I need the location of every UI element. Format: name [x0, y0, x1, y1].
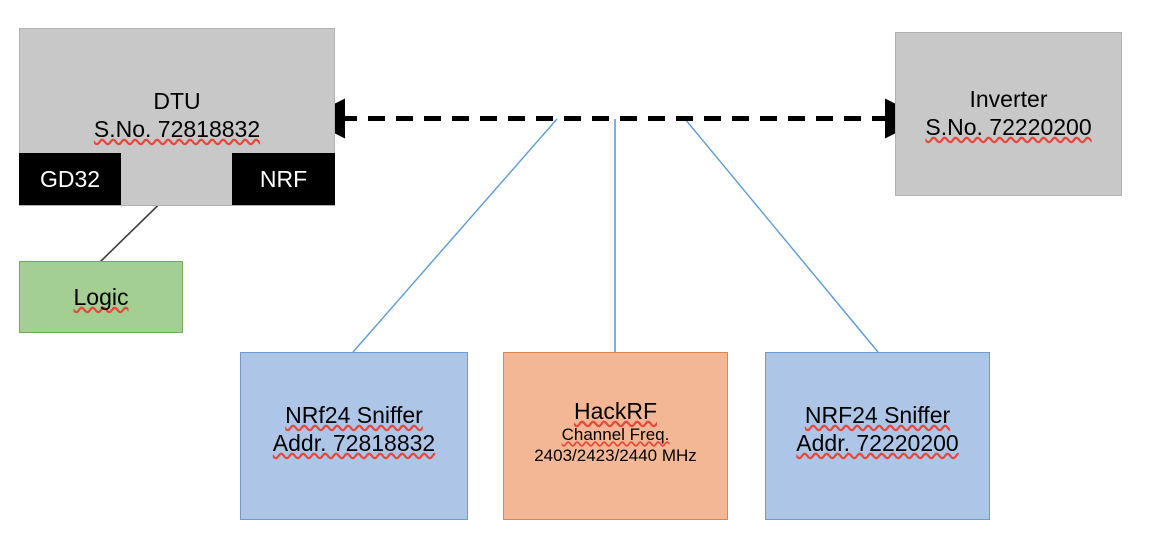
tap-to-sniffer-left-line — [352, 118, 558, 353]
logic-label: Logic — [73, 283, 129, 310]
inverter-serial-number: S.No. 72220200 — [925, 114, 1092, 141]
hackrf-title: HackRF — [573, 398, 658, 424]
sniffer-right-address: Addr. 72220200 — [796, 430, 959, 457]
inverter-title: Inverter — [969, 86, 1048, 112]
dtu-serial-number: S.No. 72818832 — [93, 116, 261, 143]
sniffer-right-title: NRF24 Sniffer — [804, 402, 951, 428]
gd32-label: GD32 — [39, 165, 101, 192]
inverter-box[interactable]: Inverter S.No. 72220200 — [895, 32, 1122, 196]
hackrf-box[interactable]: HackRF Channel Freq. 2403/2423/2440 MHz — [503, 352, 728, 520]
tap-to-sniffer-right-line — [684, 118, 879, 353]
nrf-chip-box[interactable]: NRF — [232, 153, 335, 205]
sniffer-left-box[interactable]: NRf24 Sniffer Addr. 72818832 — [240, 352, 468, 520]
nrf-label: NRF — [259, 165, 308, 192]
sniffer-right-box[interactable]: NRF24 Sniffer Addr. 72220200 — [765, 352, 990, 520]
gd32-chip-box[interactable]: GD32 — [19, 153, 121, 205]
sniffer-left-address: Addr. 72818832 — [272, 430, 436, 457]
hackrf-frequencies: 2403/2423/2440 MHz — [534, 445, 697, 465]
logic-analyzer-box[interactable]: Logic — [19, 261, 183, 333]
hackrf-channel-freq-label: Channel Freq. — [561, 425, 670, 445]
sniffer-left-title: NRf24 Sniffer — [285, 402, 423, 428]
dtu-title: DTU — [153, 88, 201, 114]
